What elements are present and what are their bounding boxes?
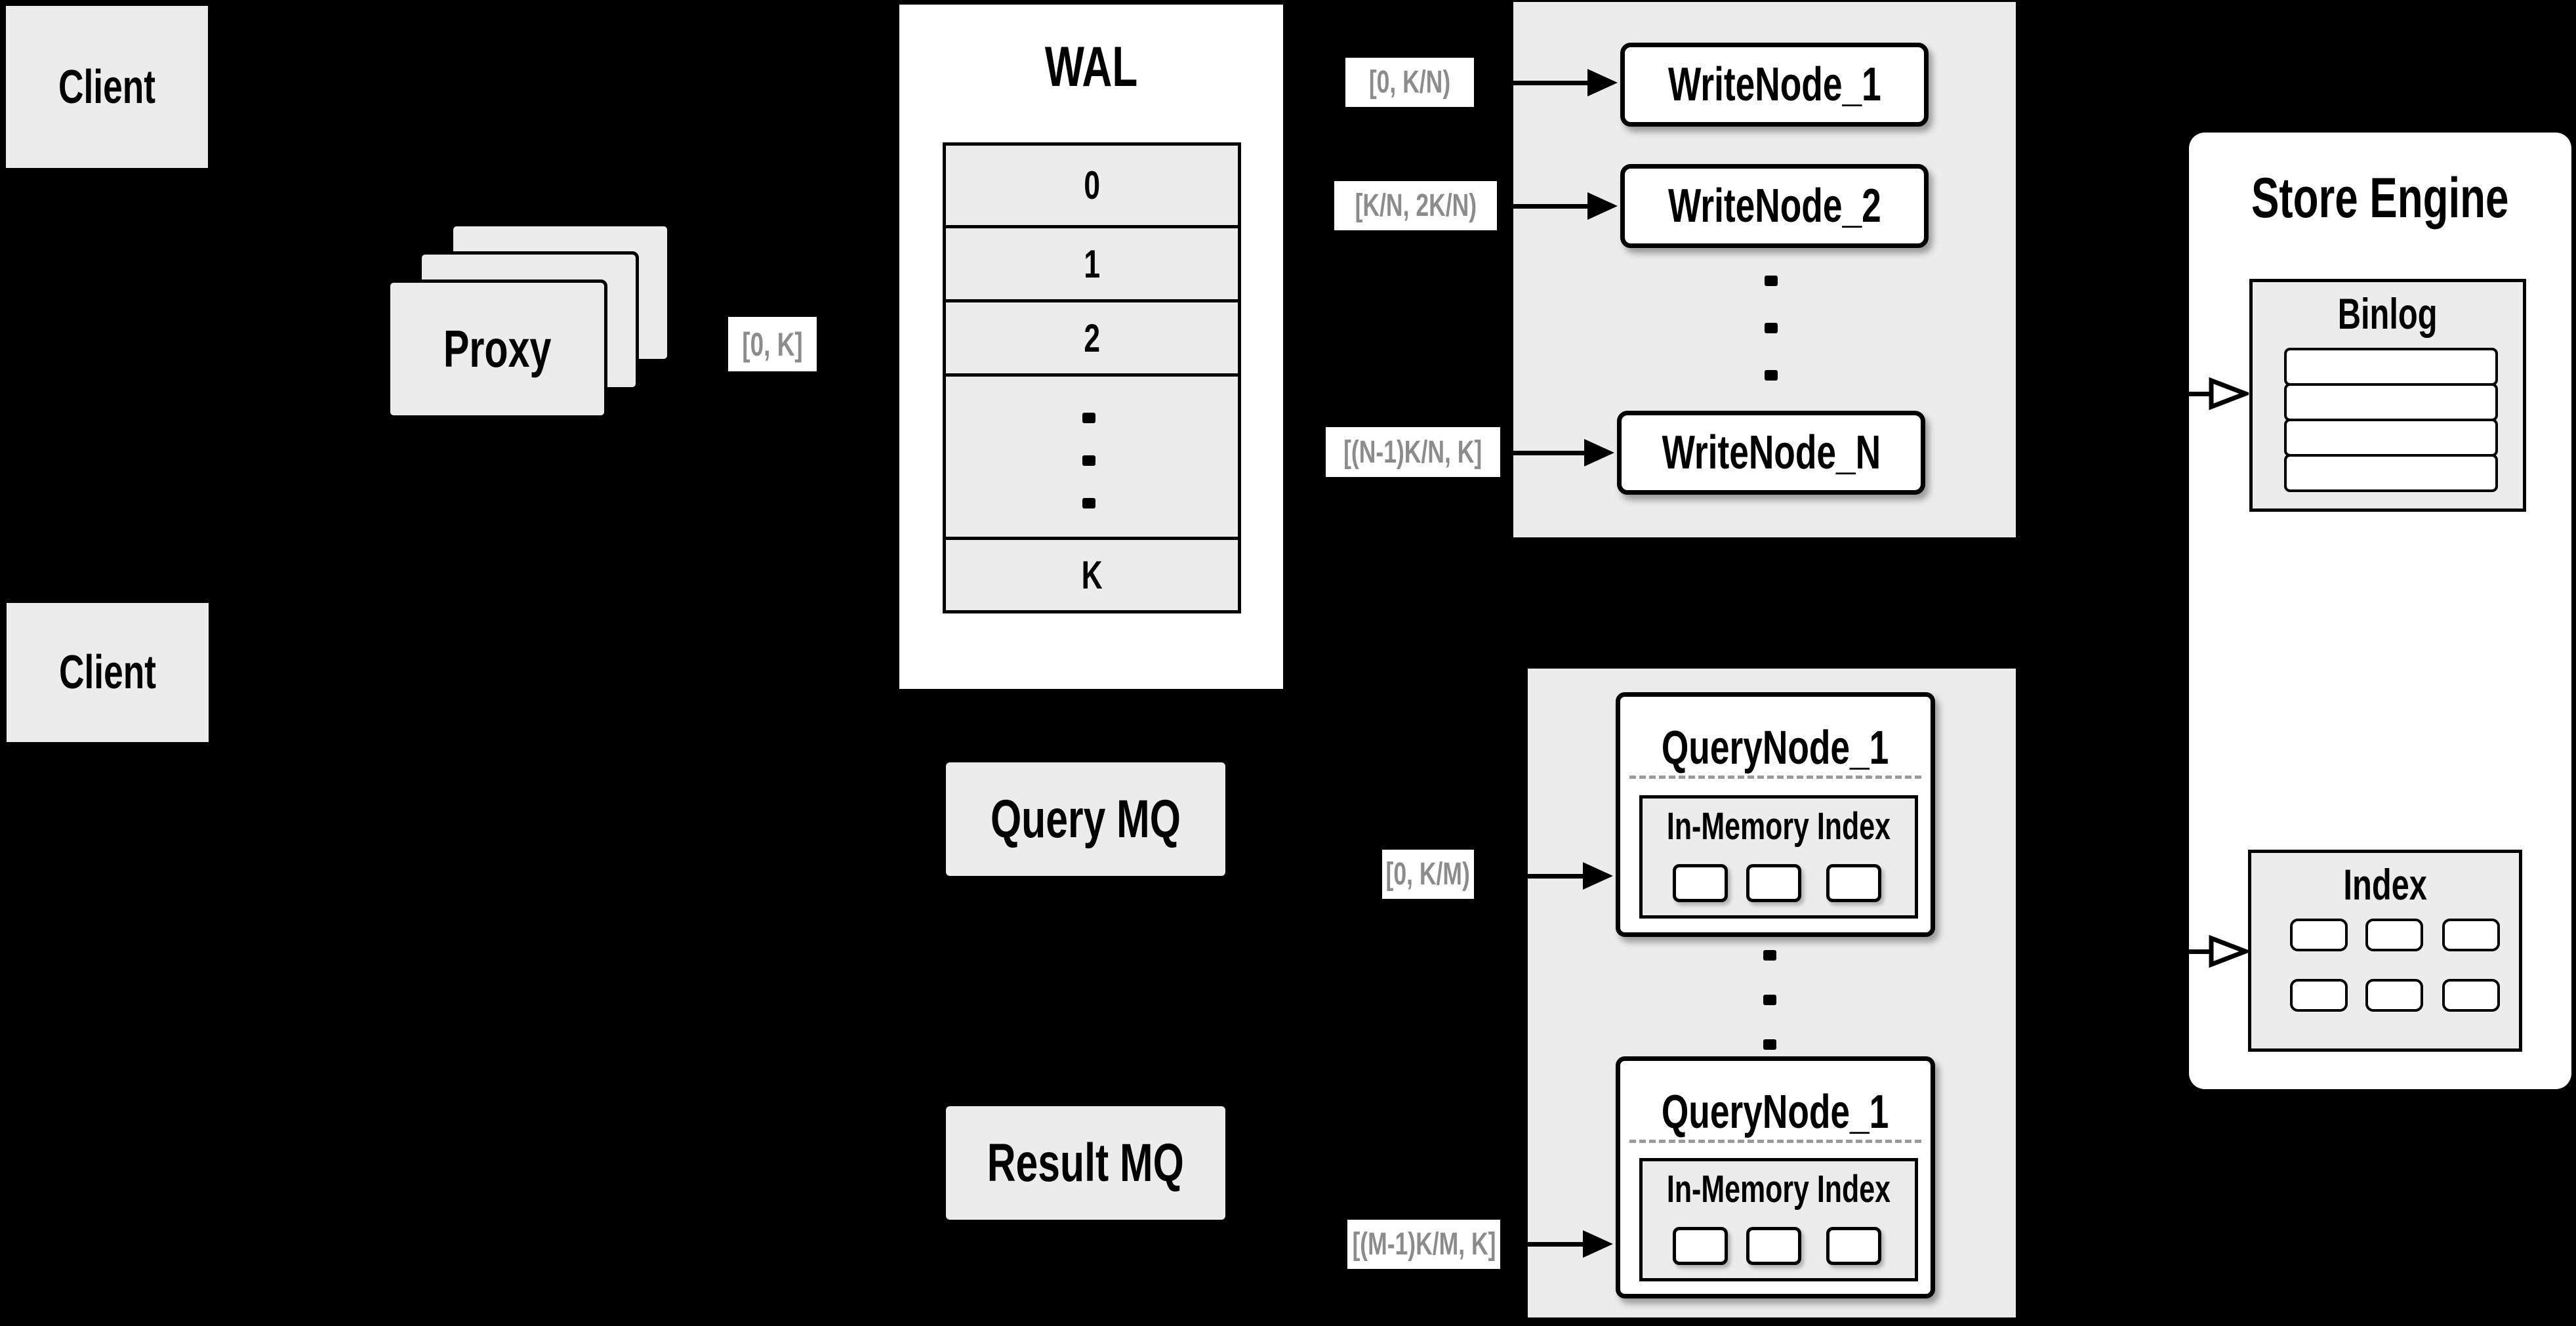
arrow-line: [1476, 874, 1584, 879]
write-node-1-box: WriteNode_1: [1620, 43, 1929, 127]
client-top-label: Client: [58, 60, 155, 114]
wal-segment-row: 1: [943, 225, 1241, 302]
query-node-b-box: QueryNode_1 In-Memory Index: [1616, 1056, 1935, 1298]
wal-segment-row: 2: [943, 299, 1241, 377]
open-arrow-head: [2209, 377, 2249, 410]
range-label-proxy-out: [0, K]: [728, 317, 817, 371]
range-label-write-1: [0, K/N): [1345, 58, 1474, 107]
ellipsis-dot: [1082, 498, 1095, 508]
wal-title: WAL: [1044, 35, 1138, 98]
dashed-separator: [1629, 776, 1921, 779]
proxy-box: Proxy: [387, 280, 607, 419]
ellipsis-dot: [1082, 413, 1095, 423]
wal-segment-row: 0: [943, 142, 1241, 228]
range-label-query-m: [(M-1)K/M, K]: [1347, 1220, 1500, 1269]
query-mq-box: Query MQ: [946, 762, 1225, 876]
binlog-box: Binlog: [2249, 279, 2526, 512]
range-label-write-n: [(N-1)K/N, K]: [1326, 427, 1500, 477]
memory-cell: [1826, 864, 1881, 902]
in-memory-index-title: In-Memory Index: [1666, 1167, 1891, 1211]
query-node-a-title: QueryNode_1: [1662, 721, 1889, 774]
wal-container: WAL 0 1 2 K: [899, 5, 1283, 689]
arrow-head: [1584, 439, 1614, 466]
dashed-separator: [1629, 1140, 1921, 1143]
memory-cell: [1746, 1227, 1801, 1265]
in-memory-index-box: In-Memory Index: [1639, 795, 1918, 919]
arrow-line: [2153, 392, 2212, 396]
ellipsis-dot: [1082, 455, 1095, 466]
memory-cell: [1673, 1227, 1728, 1265]
index-cell: [2442, 919, 2500, 951]
store-engine-panel: Store Engine Binlog Index: [2189, 133, 2571, 1089]
arrow-line: [1502, 1242, 1584, 1247]
ellipsis-dot: [1765, 323, 1778, 333]
wal-ellipsis-row: [943, 373, 1241, 540]
index-cell: [2290, 979, 2348, 1012]
ellipsis-dot: [1765, 276, 1778, 286]
binlog-row: [2284, 454, 2498, 492]
range-label-query-1: [0, K/M): [1382, 850, 1474, 899]
client-bottom-label: Client: [58, 646, 156, 699]
client-top-box: Client: [6, 6, 208, 168]
query-node-a-box: QueryNode_1 In-Memory Index: [1616, 692, 1935, 937]
wal-last-segment-row: K: [943, 537, 1241, 613]
arrow-head: [1583, 862, 1613, 890]
store-engine-title: Store Engine: [2251, 166, 2509, 230]
binlog-row: [2284, 383, 2498, 421]
index-cell: [2442, 979, 2500, 1012]
in-memory-index-box: In-Memory Index: [1639, 1158, 1918, 1281]
arrow-head: [1587, 192, 1618, 220]
ellipsis-dot: [1763, 950, 1776, 961]
ellipsis-dot: [1763, 1039, 1776, 1050]
binlog-row: [2284, 348, 2498, 386]
in-memory-index-title: In-Memory Index: [1666, 804, 1891, 848]
index-title: Index: [2343, 860, 2427, 909]
index-cell: [2365, 979, 2423, 1012]
index-box: Index: [2248, 850, 2522, 1052]
open-arrow-head: [2209, 935, 2249, 968]
wal-table: 0 1 2 K: [943, 142, 1241, 613]
write-node-2-box: WriteNode_2: [1620, 164, 1929, 248]
memory-cell: [1826, 1227, 1881, 1265]
arrow-head: [1587, 69, 1618, 96]
index-cell: [2290, 919, 2348, 951]
client-bottom-box: Client: [7, 603, 209, 742]
arrow-line: [2153, 949, 2212, 954]
ellipsis-dot: [1763, 995, 1776, 1005]
range-label-write-2: [K/N, 2K/N): [1334, 181, 1497, 230]
memory-cell: [1746, 864, 1801, 902]
arrow-line: [1500, 204, 1589, 209]
query-mq-label: Query MQ: [991, 789, 1181, 849]
write-node-n-box: WriteNode_N: [1617, 411, 1925, 495]
result-mq-box: Result MQ: [946, 1106, 1225, 1220]
binlog-row: [2284, 419, 2498, 457]
query-node-b-title: QueryNode_1: [1662, 1085, 1889, 1138]
arrow-line: [1503, 451, 1585, 455]
result-mq-label: Result MQ: [987, 1132, 1185, 1193]
arrow-line: [1476, 81, 1589, 85]
index-cell: [2365, 919, 2423, 951]
proxy-label: Proxy: [443, 320, 552, 378]
ellipsis-dot: [1765, 370, 1778, 381]
arrow-head: [1583, 1230, 1613, 1258]
binlog-title: Binlog: [2338, 289, 2438, 338]
memory-cell: [1673, 864, 1728, 902]
